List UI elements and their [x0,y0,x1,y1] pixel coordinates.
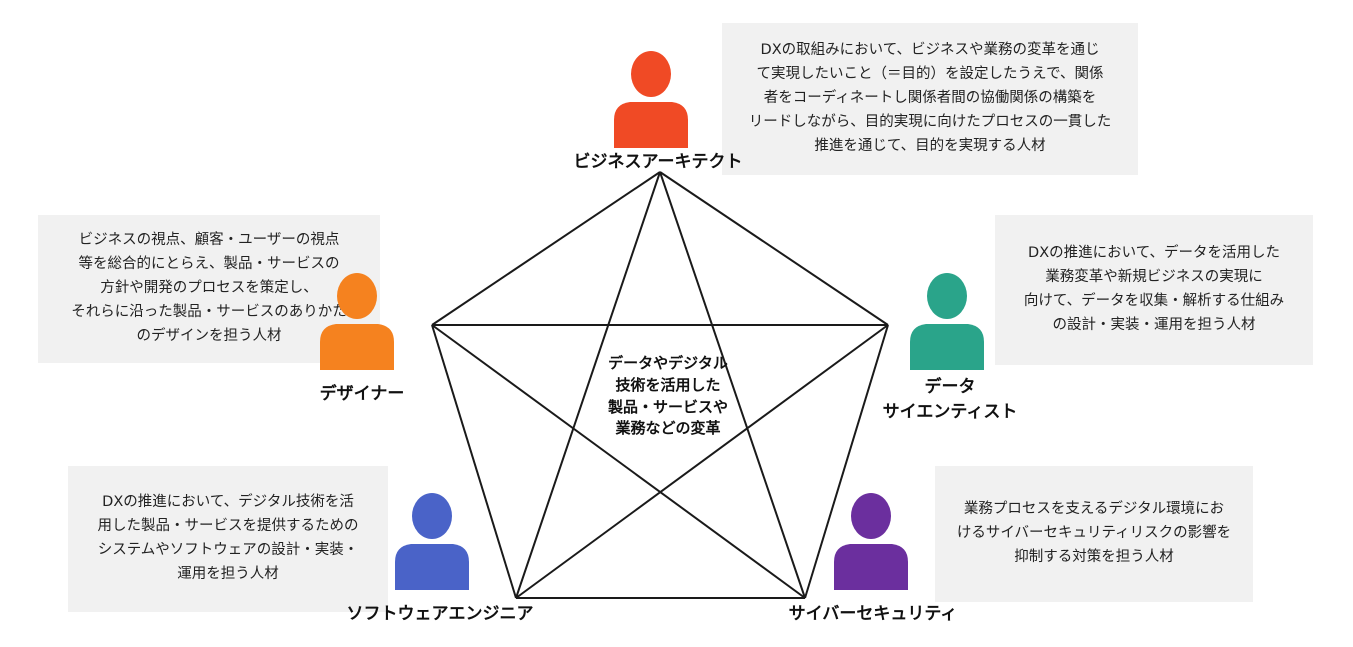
connector-line-9 [431,324,806,599]
data-scientist-description-box: DXの推進において、データを活用した 業務変革や新規ビジネスの実現に 向けて、デ… [995,215,1313,365]
business-architect-label: ビジネスアーキテクト [573,152,743,172]
data-scientist-label: データ サイエンティスト [882,377,1018,422]
connector-line-2 [431,324,517,599]
business-architect-description: DXの取組みにおいて、ビジネスや業務の変革を通じ て実現したいこと（＝目的）を設… [748,42,1112,154]
data-scientist-person-icon [910,273,984,370]
designer-label: デザイナー [319,384,405,404]
cyber-security-description: 業務プロセスを支えるデジタル環境にお けるサイバーセキュリティリスクの影響を 抑… [956,501,1232,565]
software-engineer-description: DXの推進において、デジタル技術を活 用した製品・サービスを提供するための シス… [97,494,359,582]
cyber-security-label: サイバーセキュリティ [788,604,958,624]
connector-line-7 [659,171,806,599]
connector-line-5 [659,171,889,326]
center-theme-text: データやデジタル 技術を活用した 製品・サービスや 業務などの変革 [607,354,728,438]
business-architect-description-box: DXの取組みにおいて、ビジネスや業務の変革を通じ て実現したいこと（＝目的）を設… [722,23,1138,175]
software-engineer-description-box: DXの推進において、デジタル技術を活 用した製品・サービスを提供するための シス… [68,466,388,612]
designer-person-icon [320,273,394,370]
connector-line-10 [515,324,889,599]
connector-line-6 [515,171,661,599]
designer-description: ビジネスの視点、顧客・ユーザーの視点 等を総合的にとらえ、製品・サービスの 方針… [71,232,347,344]
cyber-security-person-icon [834,493,908,590]
connector-line-1 [431,171,661,326]
software-engineer-label: ソフトウェアエンジニア [346,604,534,624]
connector-line-4 [804,324,889,599]
business-architect-person-icon [614,51,688,148]
cyber-security-description-box: 業務プロセスを支えるデジタル環境にお けるサイバーセキュリティリスクの影響を 抑… [935,466,1253,602]
software-engineer-person-icon [395,493,469,590]
data-scientist-description: DXの推進において、データを活用した 業務変革や新規ビジネスの実現に 向けて、デ… [1023,245,1285,333]
